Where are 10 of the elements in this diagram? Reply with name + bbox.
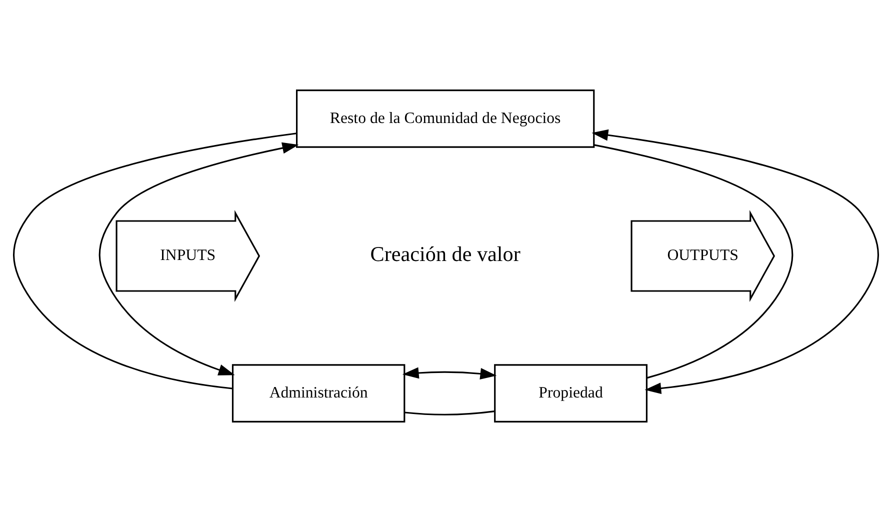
arrow [592,128,879,394]
node-box: Resto de la Comunidad de Negocios [296,88,595,148]
connector [594,144,794,378]
node-box: Propiedad [494,364,648,422]
connector [404,410,494,415]
label: Creación de valor [370,242,520,266]
connector [13,132,297,389]
arrow [402,366,497,379]
arrow [98,142,299,375]
node-box: Administración [232,364,406,422]
